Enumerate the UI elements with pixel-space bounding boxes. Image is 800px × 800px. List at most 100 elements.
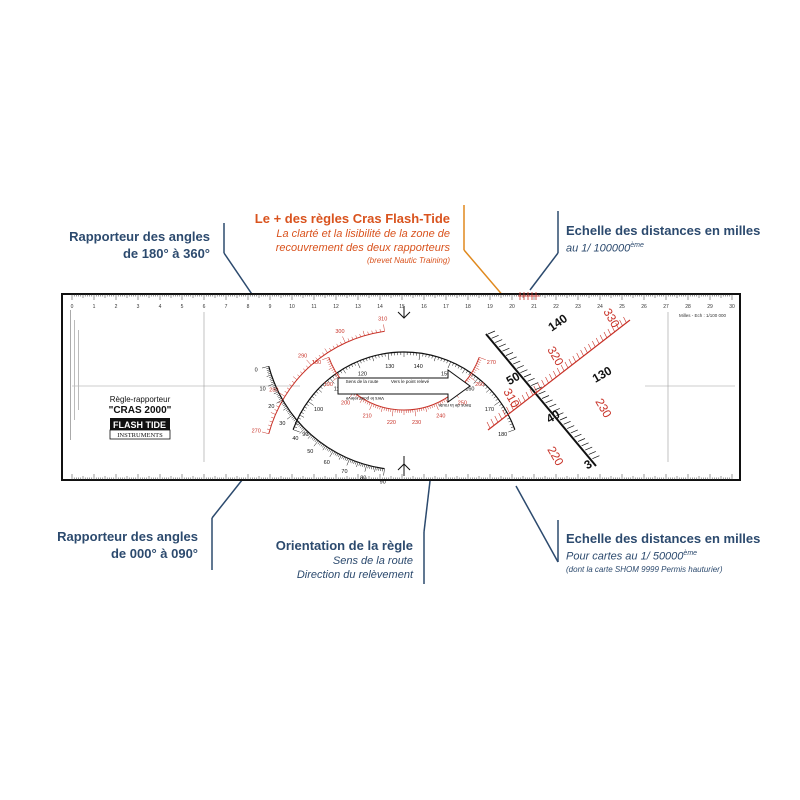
outer-arc-black-tick	[354, 362, 356, 366]
outer-arc-red	[268, 330, 385, 434]
outer-arc-red-tick	[292, 376, 298, 380]
inner-arc-black-tick	[283, 407, 288, 411]
dial-red-tick	[545, 376, 549, 384]
callout-note: (dont la carte SHOM 9999 Permis hauturie…	[566, 564, 723, 574]
outer-arc-black-tick	[306, 403, 309, 406]
top-scale-number: 0	[71, 304, 74, 310]
inner-arc-red-tick	[333, 376, 340, 381]
dial-black-tick	[491, 334, 499, 339]
outer-arc-red-tick	[355, 335, 357, 339]
fine-print-line	[74, 320, 75, 420]
top-scale-number: 12	[333, 304, 339, 310]
dial-red-tick	[603, 331, 608, 339]
outer-arc-red-tick	[284, 391, 288, 394]
inner-arc-black-tick	[358, 462, 360, 466]
inner-arc-red-tick	[470, 374, 473, 377]
inner-arc-red-tick	[418, 408, 420, 412]
inner-arc-black-tick	[344, 457, 347, 461]
inner-arc-black-tick	[341, 455, 344, 459]
brand-logo-box	[110, 418, 170, 430]
miles-scale-label: Milles - Ech : 1/100 000	[679, 313, 727, 318]
dial-red-tick	[514, 400, 518, 408]
dial-red-tick	[494, 415, 499, 423]
outer-arc-red-tick	[383, 324, 385, 332]
outer-arc-black-tick	[332, 376, 335, 379]
inner-arc-red-tick	[425, 407, 428, 412]
top-scale-number: 21	[531, 304, 537, 310]
inner-arc-black-tick	[280, 401, 284, 404]
callout-sup: ème	[630, 242, 644, 249]
inner-arc-black-tick	[271, 381, 275, 384]
inner-arc-black-tick	[291, 416, 294, 419]
inner-arc-black-tick	[276, 399, 283, 404]
dial-red-tick	[564, 361, 569, 369]
protractor-arcs: 9010011012013014015016017018027028029030…	[252, 316, 516, 486]
dial-red-tick	[533, 385, 538, 393]
dial-red-tick	[592, 340, 596, 348]
ruler-label-line1: Règle-rapporteur	[110, 395, 171, 404]
inner-arc-black-tick	[360, 463, 362, 467]
outer-arc-red-tick	[342, 336, 346, 343]
outer-arc-black-tick	[500, 406, 504, 409]
dial-black-number: 40	[544, 407, 563, 426]
callout-line2: Direction du relèvement	[296, 569, 413, 581]
inner-arc-black-label: 0	[255, 368, 258, 374]
inner-arc-red-tick	[375, 404, 377, 408]
inner-arc-black-label: 70	[341, 469, 347, 475]
dial-black-tick	[523, 373, 532, 378]
inner-arc-black-tick	[320, 443, 323, 447]
outer-arc-red-label: 290	[298, 353, 307, 359]
inner-arc-black-tick	[273, 386, 277, 389]
dial-black-tick	[570, 429, 578, 434]
callout-title: Echelle des distances en milles	[566, 531, 761, 546]
outer-arc-black-tick	[499, 403, 502, 406]
outer-arc-black-tick	[324, 382, 328, 385]
inner-arc-black-label: 60	[324, 460, 330, 466]
outer-arc-black-tick	[345, 367, 348, 371]
inner-arc-red-tick	[388, 408, 390, 412]
inner-arc-black-tick	[273, 388, 277, 390]
dial-red-tick	[502, 409, 506, 417]
inner-arc-red-tick	[439, 401, 442, 405]
inner-arc-red-tick	[445, 398, 449, 403]
outer-arc-red-label: 310	[378, 316, 387, 322]
inner-arc-black-tick	[299, 428, 305, 434]
inner-arc-black-tick	[283, 405, 287, 408]
inner-arc-black-label: 10	[260, 386, 266, 392]
outer-arc-black-tick	[465, 370, 468, 374]
inner-arc-black-tick	[294, 420, 298, 423]
dial-red-tick	[490, 418, 495, 426]
arrow-outline	[337, 369, 471, 403]
inner-arc-black-tick	[273, 391, 279, 395]
inner-arc-red-tick	[427, 406, 429, 410]
outer-arc-black-tick	[493, 396, 497, 399]
outer-arc-black-label: 170	[485, 407, 494, 413]
callout-ruler-orientation: Orientation de la règle Sens de la route…	[255, 537, 413, 582]
dial-black-tick	[498, 343, 506, 348]
dial-red-tick	[525, 391, 530, 399]
inner-arc-black-tick	[343, 456, 345, 460]
outer-arc-black-label: 100	[314, 407, 323, 413]
inner-arc-black-tick	[297, 423, 300, 426]
top-scale-number: 29	[707, 304, 713, 310]
outer-arc-red-tick	[312, 360, 315, 363]
outer-arc-black-label: 180	[498, 432, 507, 438]
dial-red-tick	[521, 394, 526, 402]
dial-black-tick	[516, 365, 524, 369]
inner-arc-red-tick	[476, 363, 480, 365]
alignment-arrowheads	[397, 306, 411, 476]
brand-sub-box	[109, 429, 171, 440]
dial-red-tick	[549, 373, 553, 381]
inner-arc-black-tick	[293, 418, 297, 422]
outer-arc-red-tick	[306, 359, 312, 366]
inner-arc-black-tick	[269, 376, 273, 378]
callout-title: Le + des règles Cras Flash-Tide	[254, 211, 450, 226]
inner-arc-black-tick	[372, 466, 375, 470]
inner-arc-black-tick	[267, 372, 271, 375]
callout-title-line1: Rapporteur des angles	[57, 529, 198, 544]
inner-arc-black-tick	[325, 446, 328, 450]
top-scale-number: 9	[269, 304, 272, 310]
dial-black-tick	[549, 403, 557, 408]
top-scale-number: 7	[225, 304, 228, 310]
outer-arc-black-tick	[359, 360, 362, 364]
